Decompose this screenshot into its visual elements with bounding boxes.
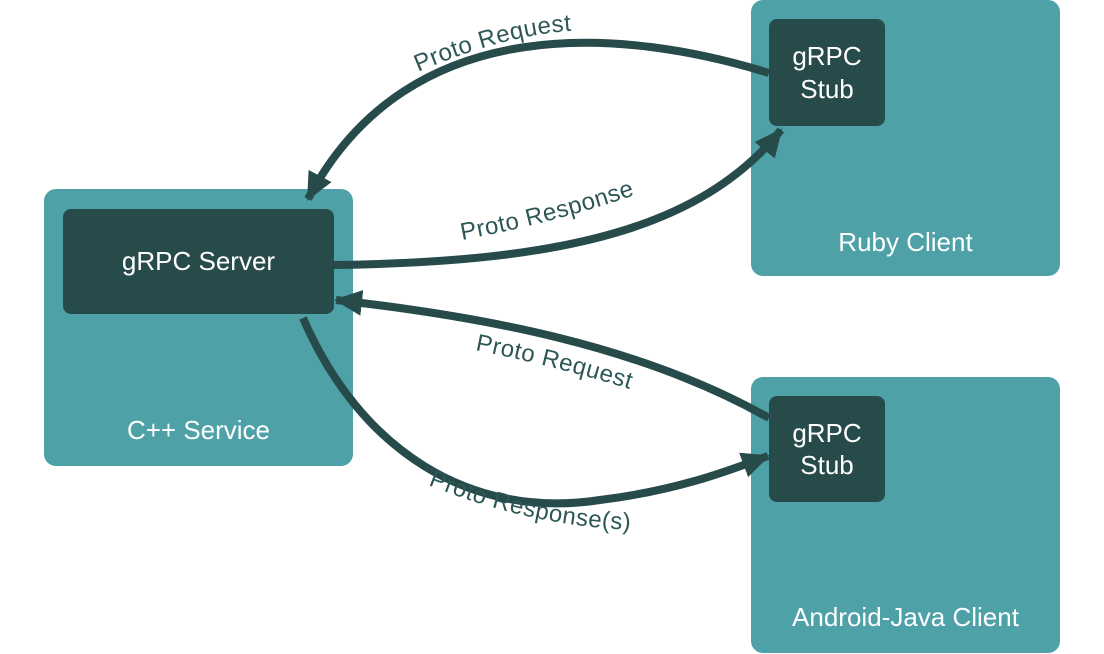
- android-stub-line2: Stub: [800, 450, 854, 480]
- ruby-stub-line1: gRPC: [792, 41, 862, 71]
- cpp-service-caption: C++ Service: [126, 415, 271, 445]
- ruby-client-caption: Ruby Client: [838, 227, 973, 257]
- ruby-client-box: gRPC Stub Ruby Client: [751, 0, 1060, 276]
- arrow-android-response: [299, 316, 770, 508]
- grpc-server-box: gRPC Server: [63, 209, 334, 314]
- arrow-ruby-request: [304, 38, 771, 201]
- android-client-box: gRPC Stub Android-Java Client: [751, 377, 1060, 653]
- arrow-android-request: [334, 289, 771, 422]
- ruby-grpc-stub-box: gRPC Stub: [769, 19, 885, 126]
- android-grpc-stub-box: gRPC Stub: [769, 396, 885, 502]
- ruby-stub-line2: Stub: [800, 73, 854, 104]
- android-client-caption: Android-Java Client: [792, 602, 1019, 632]
- android-stub-line1: gRPC: [792, 417, 862, 448]
- cpp-service-box: gRPC Server C++ Service: [44, 189, 353, 466]
- grpc-server-label: gRPC Server: [121, 246, 276, 277]
- arrow-ruby-response: [333, 127, 785, 269]
